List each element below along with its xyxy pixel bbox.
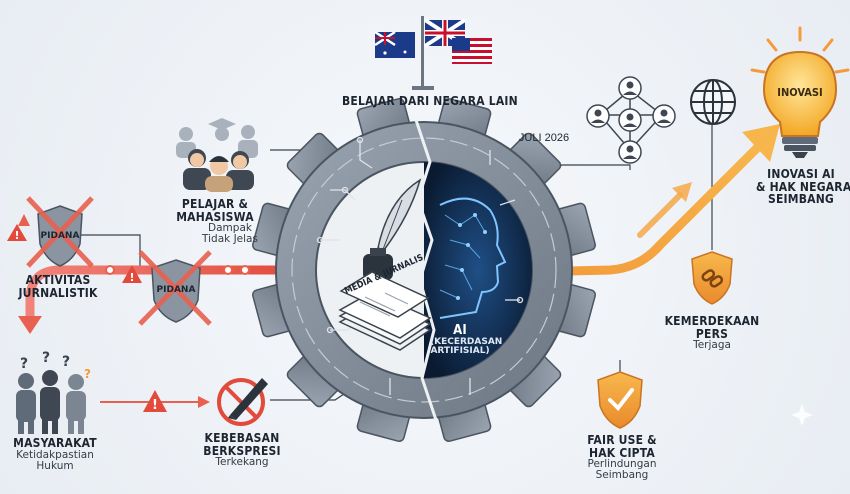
kebebasan-sub: Terkekang xyxy=(215,456,269,469)
shield-cross-icon xyxy=(138,250,212,326)
kemerdekaan-title-2: PERS xyxy=(695,326,729,341)
warning-icon: ! xyxy=(143,390,167,413)
ai-subtitle-1: (KECERDASAN xyxy=(430,336,503,347)
network-icon xyxy=(586,76,676,164)
orange-arrow-head xyxy=(742,124,780,162)
fairuse-title-1: FAIR USE & xyxy=(587,433,657,447)
warning-icon: ! xyxy=(122,265,142,284)
ai-half xyxy=(424,162,532,378)
aktivitas-title-2: JURNALISTIK xyxy=(18,285,98,300)
date-label: JULI 2026 xyxy=(518,132,570,144)
ai-subtitle-2: ARTIFISIAL) xyxy=(430,346,490,357)
masyarakat-label: MASYARAKAT Ketidakpastian Hukum xyxy=(0,437,110,472)
shield-check-icon xyxy=(597,371,643,429)
bulb-label: INOVASI xyxy=(777,86,822,99)
kebebasan-title-1: KEBEBASAN xyxy=(204,431,280,445)
pidana-badge-left: PIDANA xyxy=(41,231,80,241)
svg-text:!: ! xyxy=(14,229,19,242)
globe-icon xyxy=(690,79,736,125)
confused-people-icon: ??? ? xyxy=(16,350,91,434)
lightbulb-icon xyxy=(750,26,850,158)
ai-label: AI (KECERDASAN ARTIFISIAL) xyxy=(430,323,503,357)
svg-text:?: ? xyxy=(84,367,91,381)
ai-head-icon xyxy=(439,197,507,319)
negative-path xyxy=(18,265,305,408)
masyarakat-title: MASYARAKAT xyxy=(13,436,97,450)
svg-text:?: ? xyxy=(20,356,28,372)
fairuse-sub-1: Perlindungan xyxy=(587,458,657,471)
inovasi-title-3: SEIMBANG xyxy=(768,192,834,207)
masyarakat-sub-1: Ketidakpastian xyxy=(16,448,94,461)
svg-text:?: ? xyxy=(62,354,70,370)
kemerdekaan-label: KEMERDEKAAN PERS Terjaga xyxy=(660,315,764,351)
kebebasan-label: KEBEBASAN BERKSPRESI Terkekang xyxy=(190,432,294,468)
flags-icon xyxy=(374,16,492,90)
ai-title: AI xyxy=(453,323,467,338)
inovasi-label: INOVASI AI & HAK NEGARA SEIMBANG xyxy=(756,167,850,207)
people-icon xyxy=(176,118,258,192)
masyarakat-sub-2: Hukum xyxy=(36,459,74,472)
positive-path xyxy=(525,124,780,277)
newspaper-icon xyxy=(338,271,432,351)
aktivitas-title-1: AKTIVITAS xyxy=(25,273,91,287)
pelajar-title-1: PELAJAR & xyxy=(181,197,249,211)
fairuse-label: FAIR USE & HAK CIPTA Perlindungan Seimba… xyxy=(572,434,672,481)
kemerdekaan-sub: Terjaga xyxy=(693,339,731,352)
fairuse-sub-2: Seimbang xyxy=(595,469,649,482)
gear-circuit-traces xyxy=(316,136,524,395)
pelajar-title-2: MAHASISWA xyxy=(176,209,254,224)
pelajar-sub-2: Tidak Jelas xyxy=(202,233,258,246)
kemerdekaan-title-1: KEMERDEKAAN xyxy=(664,314,760,328)
svg-text:?: ? xyxy=(42,350,50,366)
kebebasan-title-2: BERKSPRESI xyxy=(203,443,281,458)
aktivitas-label: AKTIVITAS JURNALISTIK xyxy=(2,274,114,299)
inovasi-title-1: INOVASI AI xyxy=(767,167,835,181)
inovasi-title-2: & HAK NEGARA xyxy=(756,179,850,194)
warning-icon: ! xyxy=(7,214,30,242)
pen-prohibited-icon xyxy=(217,378,268,426)
shield-chain-icon xyxy=(691,251,733,305)
pelajar-label: PELAJAR & MAHASISWA Dampak Tidak Jelas xyxy=(160,198,270,245)
pidana-badge-middle: PIDANA xyxy=(157,285,196,295)
red-arrow-head-down xyxy=(18,316,42,334)
gear-icon xyxy=(252,98,596,442)
svg-text:!: ! xyxy=(129,271,134,284)
shield-cross-icon xyxy=(26,196,94,268)
pelajar-sub-1: Dampak xyxy=(208,222,252,235)
belajar-title: BELAJAR DARI NEGARA LAIN xyxy=(342,94,518,108)
fairuse-title-2: HAK CIPTA xyxy=(589,445,655,460)
sparkle-icon xyxy=(791,404,813,426)
svg-text:!: ! xyxy=(152,398,158,413)
